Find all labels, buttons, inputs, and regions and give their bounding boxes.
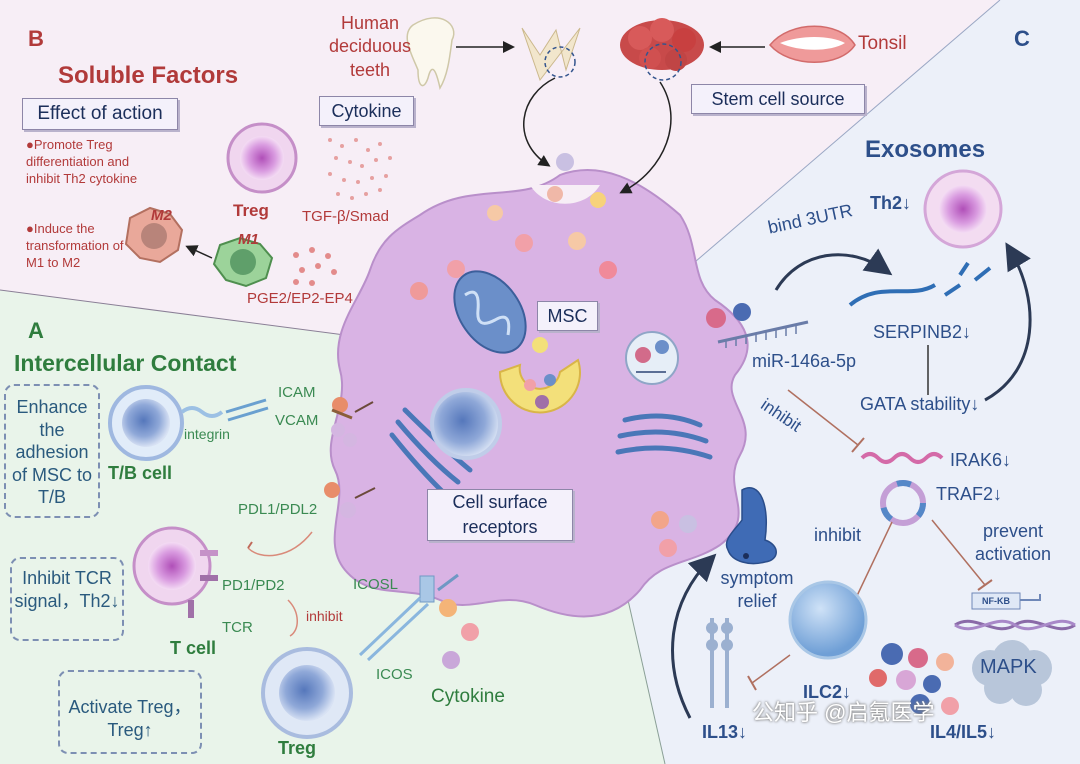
nose-illustration [725,487,777,565]
ilc2-cell [788,580,868,660]
tooth-cross-section [521,27,581,82]
tgf-dots [328,138,392,200]
m1-macrophage [212,236,274,288]
m1-label: M1 [238,231,259,248]
serpinb2-rna [848,283,937,307]
inhibit-label-a: inhibit [306,608,343,624]
th2-cell [923,169,1003,249]
section-c-letter: C [1014,26,1030,51]
icos-receptors [358,573,459,662]
mir-label: miR-146a-5p [752,351,857,371]
activate-treg-box: Activate Treg，Treg↑ [58,670,202,754]
tonsil-illustration [620,18,704,81]
pge2-dots [293,247,337,286]
effect-bullet-1: ●Promote Treg differentiation and inhibi… [26,137,138,186]
icos-label: ICOS [376,666,413,683]
icam-label: ICAM [278,384,316,401]
nfkb-label: NF-KB [982,596,1010,606]
treg-cell-a [261,647,353,739]
inhibit-tcr-box: Inhibit TCR signal，Th2↓ [10,557,124,641]
mouth-illustration [769,25,856,63]
mitochondrion [453,270,527,354]
il13-label: IL13↓ [702,722,748,742]
gata-label: GATA stability↓ [860,394,980,414]
m2-label: M2 [151,207,172,224]
irak6-label: IRAK6↓ [950,450,1012,470]
serpinb2-label: SERPINB2↓ [873,322,972,342]
pdl-label: PDL1/PDL2 [238,501,318,518]
section-a-letter: A [28,318,44,343]
traf2-label: TRAF2↓ [936,484,1003,504]
icosl-label: ICOSL [353,576,399,593]
tcr-label: TCR [222,619,253,636]
prevent-activation-label: prevent activation [974,521,1052,565]
m2-macrophage [124,206,184,264]
mapk-label: MAPK [980,656,1037,678]
vcam-label: VCAM [275,412,319,429]
inhibit-label-c2: inhibit [814,525,862,545]
tonsil-label: Tonsil [858,33,907,54]
msc-label: MSC [537,301,598,331]
symptom-relief-label: symptom relief [720,568,794,612]
section-c-title: Exosomes [865,136,986,163]
il4-il5-dots [869,643,959,715]
th2-label: Th2↓ [870,193,912,213]
mapk-cloud [972,640,1052,706]
stem-cell-source-box: Stem cell source [691,84,865,114]
tooth-illustration [406,17,455,90]
teeth-label: Human deciduous teeth [328,13,412,80]
cell-surface-receptors-box: Cell surface receptors [427,489,573,541]
il13-receptor [706,618,733,708]
watermark: 公知乎 @启氪医学 [752,700,935,725]
section-a-title: Intercellular Contact [14,350,237,376]
treg-label-b: Treg [233,201,269,220]
pge2-label: PGE2/EP2-EP4 [247,290,353,307]
treg-label-a: Treg [278,738,317,758]
pd-label: PD1/PD2 [222,577,285,594]
adhesion-box: Enhance the adhesion of MSC to T/B [4,384,100,518]
effect-bullet-2: ●Induce the transformation of M1 to M2 [26,221,124,270]
tb-cell-label: T/B cell [108,463,173,483]
adhesion-receptors [324,397,376,518]
il4-il5-label: IL4/IL5↓ [930,722,997,742]
t-cell-label: T cell [170,638,217,658]
msc-nucleus [430,388,502,460]
t-cell [132,526,218,618]
effect-of-action-box: Effect of action [22,98,178,130]
cytokine-dots-a [439,599,479,669]
section-b-letter: B [28,26,44,51]
tb-cell [108,385,184,461]
cytokine-box: Cytokine [319,96,414,126]
cytokine-label-a: Cytokine [431,686,505,707]
irak6-wave [860,452,944,464]
treg-cell-b [226,122,298,194]
integrin-label: integrin [184,426,230,442]
msc-vesicles [410,153,617,300]
section-b-title: Soluble Factors [58,62,239,89]
ilc2-label: ILC2↓ [803,682,852,702]
tgf-label: TGF-β/Smad [302,208,389,225]
